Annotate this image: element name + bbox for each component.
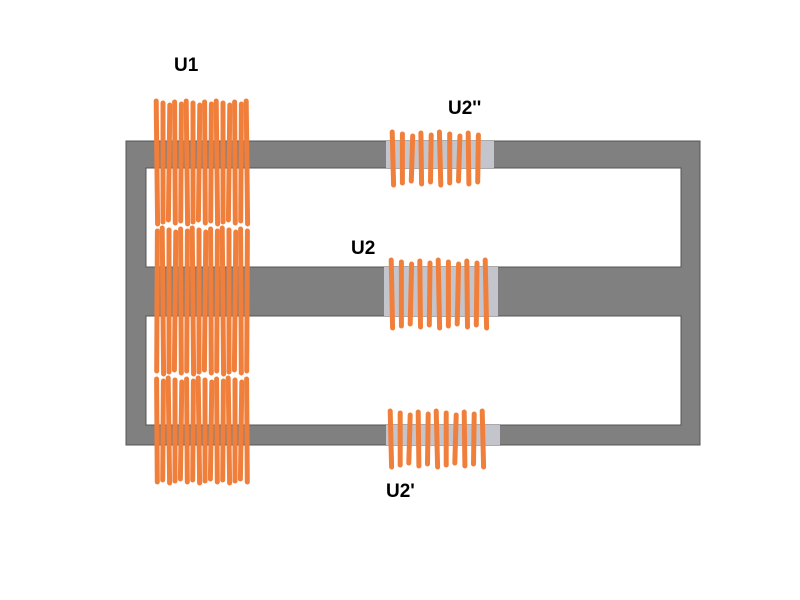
coil-u2-double-prime-turn bbox=[389, 129, 397, 188]
coil-u1-turn bbox=[214, 228, 220, 374]
label-u2-prime: U2' bbox=[386, 481, 415, 502]
coil-u2-double-prime-turn bbox=[456, 133, 463, 184]
coil-u1-turn bbox=[154, 376, 160, 485]
coil-u2 bbox=[388, 257, 490, 331]
coil-u1-turn bbox=[244, 228, 250, 374]
coil-u2-double-prime-turn bbox=[418, 130, 425, 187]
coil-u2-prime-turn bbox=[406, 412, 413, 466]
coil-u2-turn bbox=[435, 257, 443, 331]
coil-u1-turn bbox=[213, 98, 221, 227]
coil-u1-turn bbox=[232, 99, 238, 226]
label-u1: U1 bbox=[174, 55, 199, 76]
coil-u1-turn bbox=[202, 99, 208, 226]
coil-u1-turn bbox=[165, 102, 173, 223]
coil-u2-turn bbox=[388, 257, 396, 331]
coil-u1-turn bbox=[231, 229, 239, 373]
coil-u1-turn bbox=[178, 101, 184, 224]
coil-u2-double-prime-turn bbox=[408, 133, 416, 184]
coil-u1-turn bbox=[238, 101, 244, 224]
coil-u2-turn bbox=[482, 257, 490, 331]
label-u2: U2 bbox=[351, 238, 375, 259]
coil-u1-turn bbox=[214, 376, 220, 485]
coil-u2-turn bbox=[473, 260, 480, 328]
coil-u2-turn bbox=[426, 260, 433, 328]
coil-u2-prime-turn bbox=[425, 411, 431, 467]
coil-u1-turn bbox=[172, 99, 178, 226]
coil-u2-prime-turn bbox=[461, 409, 468, 469]
coil-u1-turn bbox=[208, 101, 214, 224]
coil-u1-turn bbox=[225, 102, 233, 223]
coil-u2-prime-turn bbox=[479, 408, 487, 470]
coil-u1-turn bbox=[177, 379, 185, 482]
coil-u1-turn bbox=[153, 98, 161, 227]
coil-u1-turn bbox=[160, 378, 166, 483]
coil-u2-turn bbox=[407, 261, 415, 327]
label-u2-double-prime: U2'' bbox=[448, 98, 481, 119]
coil-u2-prime-turn bbox=[471, 411, 477, 467]
coil-u1-turn bbox=[237, 379, 245, 482]
coil-u1-turn bbox=[184, 376, 190, 485]
coil-u1-turn bbox=[220, 378, 226, 483]
coil-u1-turn bbox=[165, 375, 173, 486]
coil-u2-double-prime bbox=[389, 129, 481, 188]
coil-u1-turn bbox=[244, 376, 250, 485]
coil-u2-prime-turn bbox=[415, 409, 422, 469]
coil-u1-turn bbox=[195, 375, 203, 486]
coil-u2-prime-turn bbox=[452, 412, 459, 466]
coil-u1-turn bbox=[178, 226, 184, 376]
coil-u2-prime bbox=[387, 408, 487, 470]
coil-u2-turn bbox=[454, 261, 462, 327]
coil-u1-turn bbox=[207, 379, 215, 482]
coil-u2-double-prime-turn bbox=[465, 130, 472, 187]
coil-u2-double-prime-turn bbox=[428, 132, 434, 185]
coil-u2-double-prime-turn bbox=[475, 132, 481, 185]
coil-u1-turn bbox=[225, 375, 233, 486]
coil-u1-turn bbox=[189, 225, 197, 377]
coil-u2-turn bbox=[464, 258, 470, 330]
coil-u1-turn bbox=[208, 226, 214, 376]
coil-u1-turn bbox=[201, 229, 209, 373]
coil-u2-double-prime-turn bbox=[436, 129, 444, 188]
coil-u1-turn bbox=[154, 228, 160, 374]
coil-u1-turn bbox=[195, 102, 203, 223]
coil-u1-turn bbox=[184, 228, 190, 374]
coil-u1-turn bbox=[171, 229, 179, 373]
coil-u1-turn bbox=[243, 98, 251, 227]
coil-u1-turn bbox=[190, 378, 196, 483]
coil-u1-turn bbox=[183, 98, 191, 227]
coil-u1-turn bbox=[238, 226, 244, 376]
coil-u1 bbox=[153, 98, 251, 486]
coil-u1-turn bbox=[219, 225, 227, 377]
coil-u2-turn bbox=[417, 258, 423, 330]
coil-u2-prime-turn bbox=[387, 408, 395, 470]
coil-u2-prime-turn bbox=[433, 408, 441, 470]
coil-u1-turn bbox=[159, 225, 167, 377]
